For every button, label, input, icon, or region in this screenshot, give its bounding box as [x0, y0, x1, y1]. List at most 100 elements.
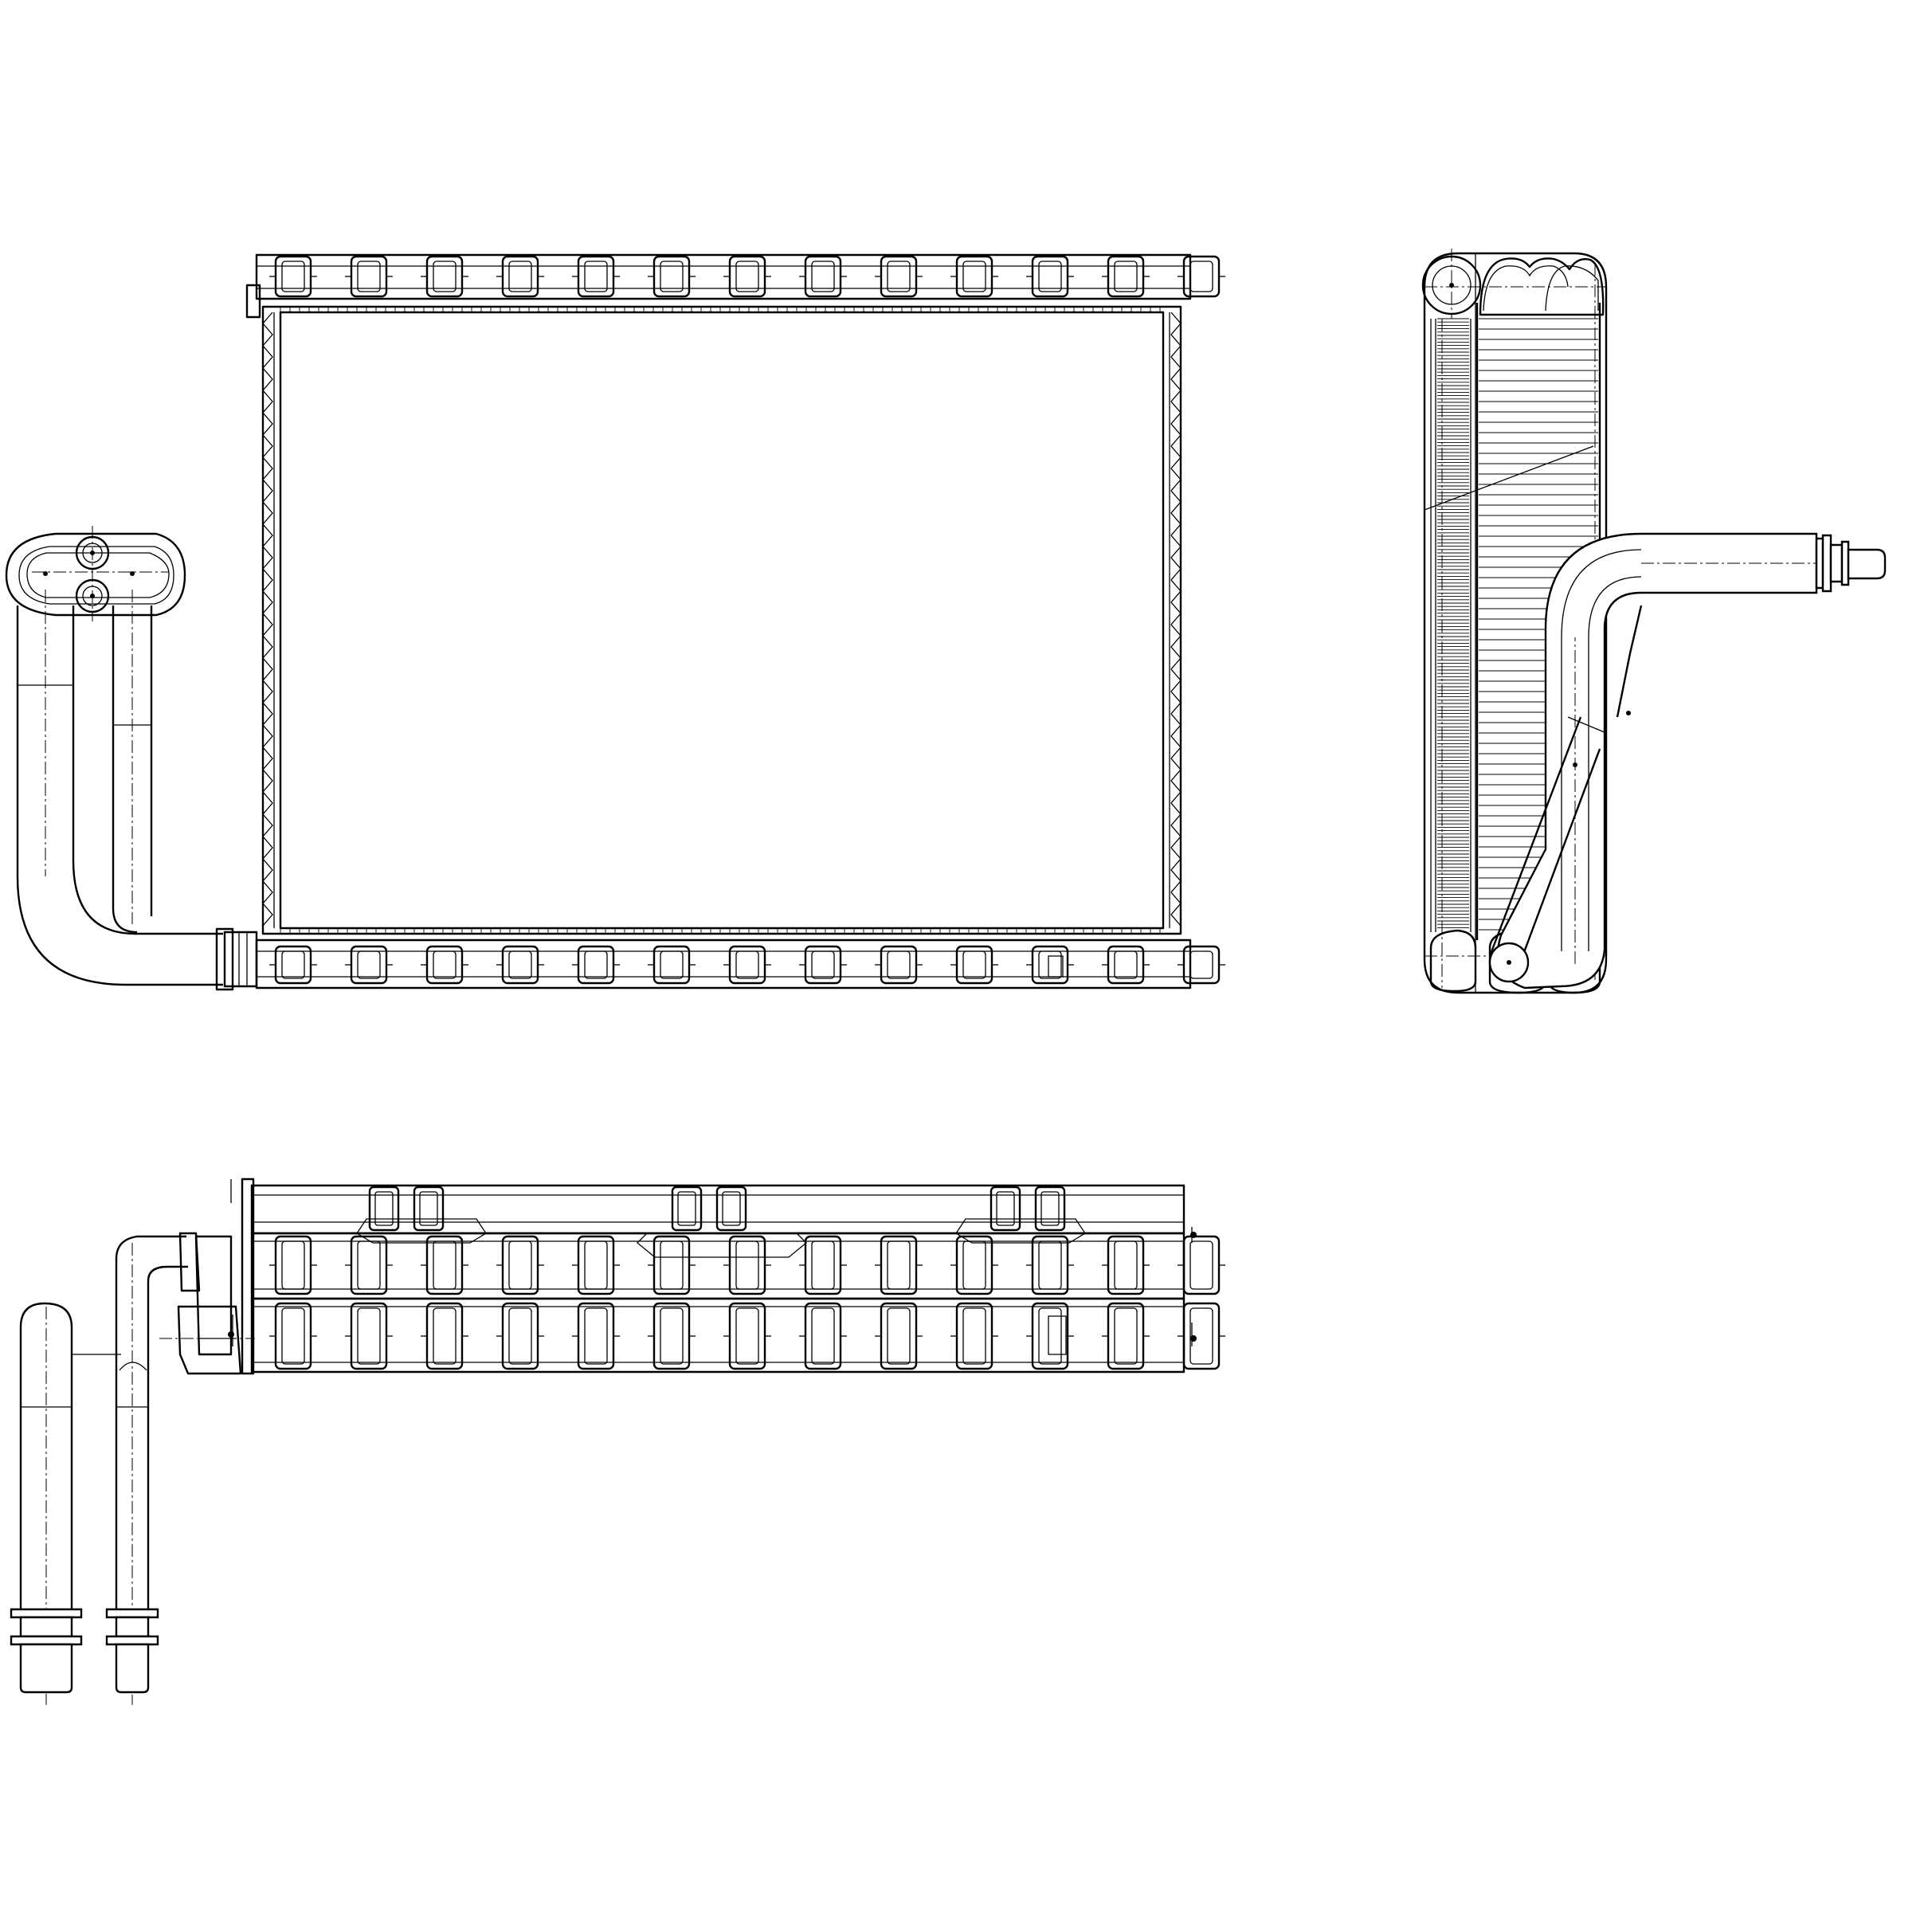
- tube-slot-inner: [358, 1241, 380, 1289]
- cap-slot: [1036, 1187, 1064, 1230]
- tube-slot: [654, 1303, 689, 1369]
- tube-slot-inner: [1039, 1241, 1061, 1289]
- tube-slot: [1033, 1303, 1068, 1369]
- tube-slot: [578, 1303, 613, 1369]
- tube-slot: [1033, 1236, 1068, 1294]
- tube-slot: [1108, 1303, 1143, 1369]
- pipe-connector-flange: [159, 1233, 255, 1374]
- tube-slot: [351, 946, 386, 983]
- tube-slot-inner: [358, 1308, 380, 1364]
- tube-slot-inner: [1115, 1308, 1137, 1364]
- tube-slot-inner: [585, 1308, 607, 1364]
- cap-slot-inner: [997, 1192, 1014, 1225]
- tube-slot: [730, 1236, 765, 1294]
- core-side-plate-left-serration: [263, 312, 272, 926]
- tube-slot: [881, 946, 916, 983]
- tube-slot: [276, 1236, 311, 1294]
- tube-slot-inner: [888, 951, 910, 978]
- tube-slot-inner: [888, 1241, 910, 1289]
- tube-slot-inner: [963, 951, 986, 978]
- top-view-lower-tube-slots: [269, 1303, 1225, 1369]
- front-view: [6, 255, 1225, 990]
- tube-slot-inner: [1115, 261, 1137, 292]
- cap-slot: [414, 1187, 443, 1230]
- tube-slot: [578, 257, 613, 296]
- tube-slot: [276, 1303, 311, 1369]
- bottom-tank-tube-slots: [269, 946, 1225, 983]
- tube-slot: [351, 1236, 386, 1294]
- cap-slot-inner: [1041, 1192, 1059, 1225]
- tube-slot-inner: [888, 261, 910, 292]
- tube-slot: [730, 1303, 765, 1369]
- tube-slot: [957, 1303, 992, 1369]
- tube-slot-inner: [736, 1308, 758, 1364]
- cap-slot-inner: [375, 1192, 393, 1225]
- tube-slot: [1184, 1236, 1219, 1294]
- tube-slot-inner: [1190, 1308, 1213, 1364]
- tube-slot: [1184, 257, 1219, 296]
- tube-slot: [427, 946, 462, 983]
- tube-slot: [654, 257, 689, 296]
- front-bottom-header-tank: [257, 940, 1225, 988]
- tube-slot-inner: [358, 951, 380, 978]
- tube-slot: [1184, 1303, 1219, 1369]
- tube-slot: [957, 946, 992, 983]
- tube-slot: [276, 946, 311, 983]
- tube-slot: [881, 257, 916, 296]
- tube-slot-inner: [509, 1308, 531, 1364]
- side-drawing-stamp: [1916, 1354, 1926, 1689]
- side-outlet-pipe: [1490, 534, 1885, 988]
- tube-slot: [881, 1236, 916, 1294]
- tube-slot-inner: [433, 261, 456, 292]
- tube-slot-inner: [888, 1308, 910, 1364]
- tube-slot: [805, 946, 841, 983]
- tube-slot: [1108, 257, 1143, 296]
- cap-slot-inner: [678, 1192, 696, 1225]
- tube-slot-inner: [963, 261, 986, 292]
- tube-slot-inner: [736, 261, 758, 292]
- tube-slot-inner: [1039, 1308, 1061, 1364]
- tube-slot-inner: [433, 1308, 456, 1364]
- tube-slot: [578, 1236, 613, 1294]
- tube-slot: [805, 1303, 841, 1369]
- core-side-plate-right-serration: [1171, 312, 1181, 926]
- tube-slot: [957, 1236, 992, 1294]
- tube-slot: [351, 257, 386, 296]
- tube-slot-inner: [812, 1241, 834, 1289]
- tube-slot: [805, 257, 841, 296]
- tube-slot-inner: [509, 951, 531, 978]
- cap-slot: [672, 1187, 701, 1230]
- tube-slot: [730, 257, 765, 296]
- cap-slot: [370, 1187, 398, 1230]
- tube-slot-inner: [660, 261, 683, 292]
- tube-slot: [351, 1303, 386, 1369]
- tube-slot: [427, 1236, 462, 1294]
- tube-slot-inner: [433, 1241, 456, 1289]
- tube-slot-inner: [660, 1308, 683, 1364]
- cap-slot: [717, 1187, 746, 1230]
- top-view: [11, 1179, 1225, 1705]
- tube-slot: [1108, 1236, 1143, 1294]
- tube-slot-inner: [1039, 261, 1061, 292]
- top-view-upper-tube-slots: [269, 1236, 1225, 1294]
- tube-slot: [427, 1303, 462, 1369]
- tube-slot-inner: [1039, 951, 1061, 978]
- tube-slot-inner: [433, 951, 456, 978]
- tube-slot-inner: [282, 261, 304, 292]
- side-core-fins-front-row: [1437, 319, 1469, 927]
- evaporator-core: [263, 307, 1181, 934]
- cap-slot-inner: [420, 1192, 437, 1225]
- tube-slot: [730, 946, 765, 983]
- tube-slot: [427, 257, 462, 296]
- tube-slot-inner: [963, 1241, 986, 1289]
- expansion-valve-block: [6, 526, 185, 621]
- tube-slot: [957, 257, 992, 296]
- tube-slot-inner: [1190, 951, 1213, 978]
- tube-slot: [1033, 257, 1068, 296]
- tube-slot: [1108, 946, 1143, 983]
- tube-slot-inner: [812, 951, 834, 978]
- tube-slot-inner: [585, 1241, 607, 1289]
- core-fin-edges: [280, 308, 1160, 934]
- tube-slot-inner: [585, 951, 607, 978]
